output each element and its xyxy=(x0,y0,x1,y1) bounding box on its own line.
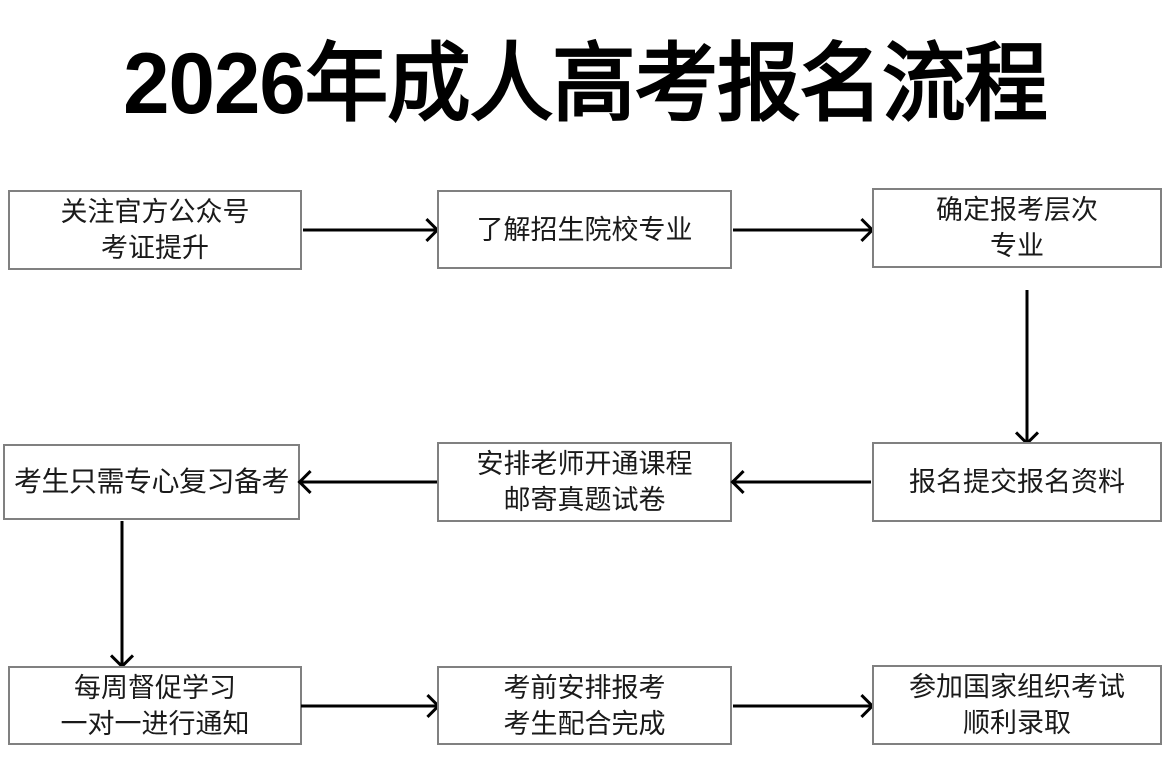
flow-node-submit-application[interactable]: 报名提交报名资料 xyxy=(872,442,1162,522)
node-line: 参加国家组织考试 xyxy=(909,672,1125,702)
arrow-n3-to-n6 xyxy=(1012,290,1042,446)
node-line: 考前安排报考 xyxy=(503,672,666,703)
node-line: 考证提升 xyxy=(101,233,209,263)
node-line: 关注官方公众号 xyxy=(60,197,250,227)
flow-node-take-exam-admitted[interactable]: 参加国家组织考试 顺利录取 xyxy=(872,665,1162,745)
flow-node-confirm-level-major[interactable]: 确定报考层次 专业 xyxy=(872,188,1162,268)
arrow-n1-to-n2 xyxy=(303,215,440,245)
arrow-n4-to-n7 xyxy=(107,521,137,669)
flow-node-weekly-supervision[interactable]: 每周督促学习 一对一进行通知 xyxy=(8,666,302,745)
node-line: 确定报考层次 xyxy=(936,195,1098,225)
arrow-n5-to-n4 xyxy=(297,467,437,497)
arrowhead-right-icon xyxy=(850,693,875,719)
node-line: 安排老师开通课程 xyxy=(476,449,693,479)
arrow-n7-to-n8 xyxy=(301,691,441,721)
arrowhead-right-icon xyxy=(415,217,440,243)
arrow-shaft xyxy=(120,521,124,665)
node-line: 邮寄真题试卷 xyxy=(503,485,666,515)
arrow-shaft xyxy=(1025,290,1029,442)
node-line: 每周督促学习 xyxy=(74,672,236,703)
arrow-n8-to-n9 xyxy=(733,691,875,721)
arrow-shaft xyxy=(301,704,437,708)
node-line: 考生只需专心复习备考 xyxy=(13,466,290,497)
arrow-n2-to-n3 xyxy=(733,215,875,245)
page-title: 2026年成人高考报名流程 xyxy=(123,36,1048,132)
node-line: 考生配合完成 xyxy=(503,708,666,739)
node-line: 专业 xyxy=(990,231,1044,261)
node-line: 顺利录取 xyxy=(963,708,1071,738)
node-line: 了解招生院校专业 xyxy=(476,214,693,245)
arrowhead-left-icon xyxy=(730,469,755,495)
node-line: 报名提交报名资料 xyxy=(909,467,1125,497)
arrow-shaft xyxy=(303,228,436,232)
arrow-shaft xyxy=(733,228,871,232)
arrow-shaft xyxy=(733,704,871,708)
arrowhead-down-icon xyxy=(109,644,135,669)
flow-node-teacher-course-and-papers[interactable]: 安排老师开通课程 邮寄真题试卷 xyxy=(437,442,732,522)
arrow-shaft xyxy=(734,480,871,484)
node-line: 一对一进行通知 xyxy=(60,708,250,739)
flow-node-learn-schools-majors[interactable]: 了解招生院校专业 xyxy=(437,190,732,269)
flow-node-follow-official-account[interactable]: 关注官方公众号 考证提升 xyxy=(8,190,302,270)
arrow-n6-to-n5 xyxy=(730,467,871,497)
flow-node-focus-on-review[interactable]: 考生只需专心复习备考 xyxy=(3,444,300,520)
arrowhead-right-icon xyxy=(850,217,875,243)
arrow-shaft xyxy=(301,480,437,484)
arrowhead-left-icon xyxy=(297,469,322,495)
flow-node-pre-exam-registration[interactable]: 考前安排报考 考生配合完成 xyxy=(437,666,732,745)
